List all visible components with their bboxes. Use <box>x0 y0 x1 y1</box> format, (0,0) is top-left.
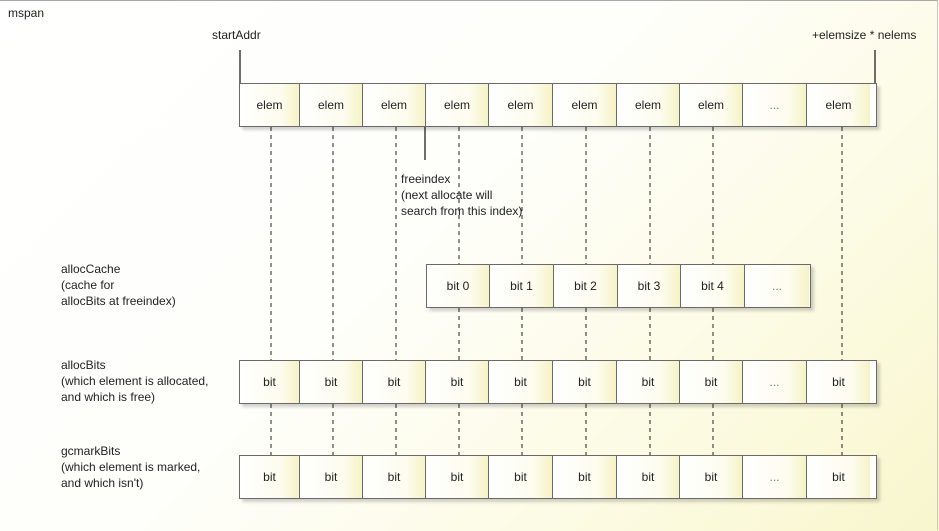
alloc-cache-label: allocCache (cache for allocBits at freei… <box>61 262 176 308</box>
gcmark-bit-cell-8: ... <box>743 456 807 498</box>
gcmark-bit-cell-1: bit <box>300 456 363 498</box>
alloc-bit-cell-7: bit <box>680 361 743 403</box>
elem-cell-6: elem <box>617 84 680 126</box>
alloc-cache-cell-5: ... <box>745 265 809 307</box>
gcmark-bit-cell-2: bit <box>363 456 426 498</box>
alloc-bit-cell-0: bit <box>240 361 300 403</box>
freeindex-note: freeindex (next allocate will search fro… <box>401 172 523 218</box>
elem-cell-0: elem <box>240 84 300 126</box>
alloc-cache-cell-0: bit 0 <box>427 265 490 307</box>
alloc-bit-cell-8: ... <box>743 361 807 403</box>
gcmark-bit-cell-6: bit <box>617 456 680 498</box>
alloc-bit-cell-9: bit <box>807 361 870 403</box>
alloc-bit-cell-3: bit <box>426 361 489 403</box>
gcmark-bit-cell-0: bit <box>240 456 300 498</box>
elem-cell-3: elem <box>426 84 489 126</box>
alloc-cache-cell-1: bit 1 <box>490 265 554 307</box>
elem-cell-9: elem <box>807 84 870 126</box>
start-addr-label: startAddr <box>212 28 261 42</box>
elem-cell-4: elem <box>489 84 553 126</box>
alloc-bit-cell-4: bit <box>489 361 553 403</box>
elem-cell-7: elem <box>680 84 743 126</box>
alloc-bit-cell-2: bit <box>363 361 426 403</box>
gcmark-bits-label: gcmarkBits (which element is marked, and… <box>61 444 201 490</box>
diagram-title: mspan <box>8 6 45 20</box>
elem-cell-5: elem <box>553 84 617 126</box>
alloc-bit-cell-1: bit <box>300 361 363 403</box>
alloc-bit-cell-5: bit <box>553 361 617 403</box>
gcmark-bit-cell-5: bit <box>553 456 617 498</box>
alloc-bits-label: allocBits (which element is allocated, a… <box>61 358 209 404</box>
elem-cell-2: elem <box>363 84 426 126</box>
gcmark-bit-cell-9: bit <box>807 456 870 498</box>
end-addr-label: +elemsize * nelems <box>812 28 917 42</box>
elem-cell-1: elem <box>300 84 363 126</box>
gcmark-bit-cell-4: bit <box>489 456 553 498</box>
alloc-cache-cell-3: bit 3 <box>618 265 681 307</box>
gcmark-bit-cell-3: bit <box>426 456 489 498</box>
alloc-cache-cell-2: bit 2 <box>554 265 618 307</box>
gcmark-bit-cell-7: bit <box>680 456 743 498</box>
alloc-cache-cell-4: bit 4 <box>681 265 745 307</box>
elem-cell-8: ... <box>743 84 807 126</box>
alloc-bit-cell-6: bit <box>617 361 680 403</box>
